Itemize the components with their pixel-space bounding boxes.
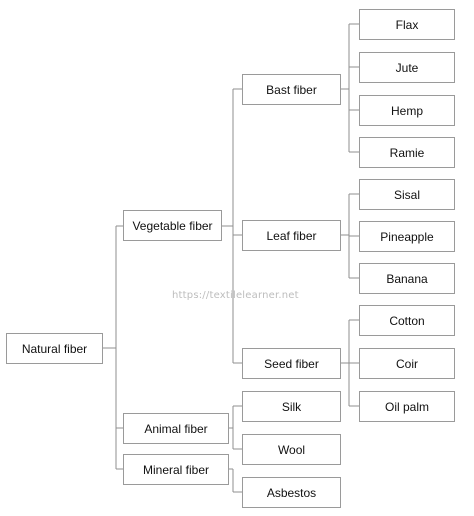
node-jute: Jute [359, 52, 455, 83]
node-label: Flax [395, 17, 419, 32]
node-label: Silk [281, 399, 302, 414]
node-label: Cotton [389, 313, 425, 328]
node-label: Leaf fiber [266, 228, 317, 243]
node-oil-palm: Oil palm [359, 391, 455, 422]
node-coir: Coir [359, 348, 455, 379]
node-hemp: Hemp [359, 95, 455, 126]
node-seed-fiber: Seed fiber [242, 348, 341, 379]
node-label: Vegetable fiber [132, 218, 213, 233]
node-mineral-fiber: Mineral fiber [123, 454, 229, 485]
node-label: Seed fiber [264, 356, 319, 371]
node-cotton: Cotton [359, 305, 455, 336]
node-label: Banana [386, 271, 428, 286]
node-asbestos: Asbestos [242, 477, 341, 508]
node-label: Coir [395, 356, 418, 371]
node-label: Bast fiber [266, 82, 317, 97]
node-banana: Banana [359, 263, 455, 294]
node-label: Wool [277, 442, 306, 457]
node-sisal: Sisal [359, 179, 455, 210]
node-label: Hemp [390, 103, 423, 118]
node-label: Pineapple [380, 229, 434, 244]
node-animal-fiber: Animal fiber [123, 413, 229, 444]
node-label: Natural fiber [21, 341, 88, 356]
node-label: Animal fiber [144, 421, 208, 436]
watermark-text: https://textilelearner.net [172, 290, 299, 301]
node-silk: Silk [242, 391, 341, 422]
node-label: Asbestos [266, 485, 317, 500]
node-label: Ramie [389, 145, 425, 160]
node-wool: Wool [242, 434, 341, 465]
node-leaf-fiber: Leaf fiber [242, 220, 341, 251]
node-pineapple: Pineapple [359, 221, 455, 252]
node-vegetable-fiber: Vegetable fiber [123, 210, 222, 241]
node-ramie: Ramie [359, 137, 455, 168]
node-label: Oil palm [384, 399, 429, 414]
node-label: Sisal [393, 187, 420, 202]
node-label: Mineral fiber [142, 462, 210, 477]
node-natural-fiber: Natural fiber [6, 333, 103, 364]
node-flax: Flax [359, 9, 455, 40]
node-bast-fiber: Bast fiber [242, 74, 341, 105]
node-label: Jute [395, 60, 419, 75]
